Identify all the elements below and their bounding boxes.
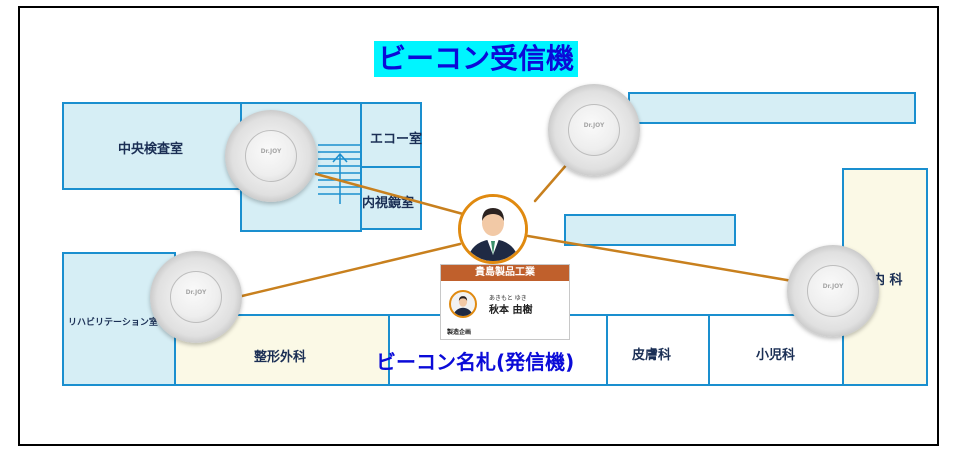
beacon-core <box>807 265 859 317</box>
connection-lines <box>240 138 812 298</box>
caption-transmitter: ビーコン名札(発信機) <box>376 350 575 374</box>
beacon-receiver-3: Dr.JOY <box>150 251 242 343</box>
badge-name: 秋本 由樹 <box>489 305 533 316</box>
line-to-beacon-1 <box>314 172 465 216</box>
room-label-dermatology: 皮膚科 <box>632 348 672 363</box>
badge-company: 貴島製品工業 <box>441 265 569 281</box>
beacon-core <box>568 104 620 156</box>
beacon-receiver-4: Dr.JOY <box>787 245 879 337</box>
room-endoscopy <box>360 166 422 230</box>
room-middle-strip <box>564 214 736 246</box>
room-label-pediatrics: 小児科 <box>756 348 796 363</box>
room-label-rehab: リハビリテーション室 <box>68 318 158 328</box>
room-label-internal: 内 科 <box>872 273 903 288</box>
beacon-core <box>245 130 297 182</box>
badge-avatar <box>449 290 477 318</box>
beacon-core <box>170 271 222 323</box>
badge-person-icon <box>453 296 473 316</box>
badge-department: 製造企画 <box>447 329 472 336</box>
name-badge: 貴島製品工業 あきもと ゆき 秋本 由樹 製造企画 <box>440 264 570 340</box>
beacon-receiver-2: Dr.JOY <box>548 84 640 176</box>
line-to-beacon-3 <box>240 242 462 298</box>
person-portrait <box>458 194 528 264</box>
title-receiver: ビーコン受信機 <box>374 41 579 77</box>
diagram-frame: 中央検査室 エコー室 内視鏡室 リハビリテーション室 整形外科 皮膚科 小児科 … <box>18 6 939 446</box>
room-label-echo: エコー室 <box>370 132 423 147</box>
room-label-central-lab: 中央検査室 <box>118 142 184 157</box>
room-top-right <box>628 92 916 124</box>
badge-ruby: あきもと ゆき <box>489 295 527 302</box>
beacon-logo: Dr.JOY <box>185 289 207 296</box>
room-label-endoscopy: 内視鏡室 <box>362 196 415 211</box>
beacon-logo: Dr.JOY <box>822 283 844 290</box>
room-label-orthopedics: 整形外科 <box>254 350 307 365</box>
beacon-logo: Dr.JOY <box>260 148 282 155</box>
beacon-receiver-1: Dr.JOY <box>225 110 317 202</box>
line-to-beacon-4 <box>526 234 812 286</box>
person-icon <box>461 197 525 261</box>
room-central-lab <box>62 102 242 190</box>
beacon-logo: Dr.JOY <box>583 122 605 129</box>
